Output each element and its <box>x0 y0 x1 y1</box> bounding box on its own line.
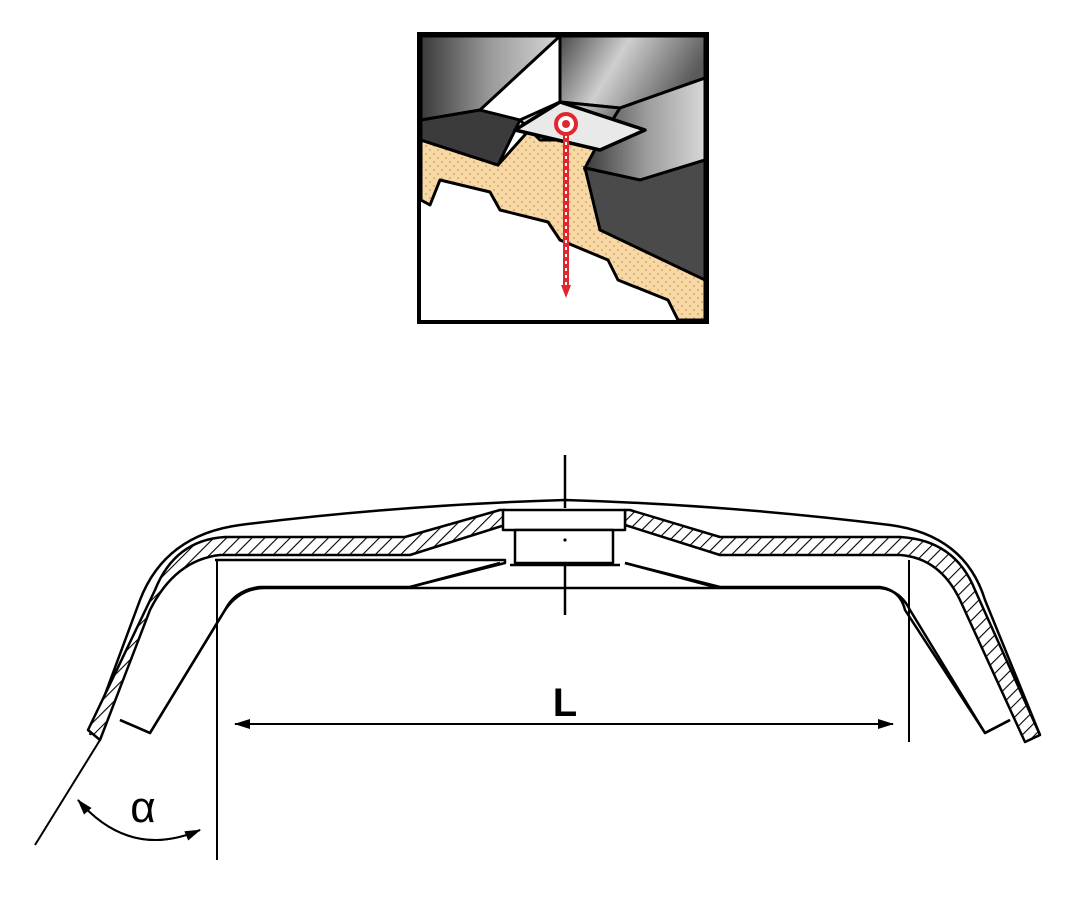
screw-axis <box>510 455 620 615</box>
length-label: L <box>553 681 577 725</box>
sandwich-panel-fastening-illustration-icon <box>421 36 705 320</box>
sheet-right-low <box>582 158 705 282</box>
washer-plate <box>513 100 647 152</box>
self-tapping-screw-icon <box>554 112 578 298</box>
dimension-angle <box>34 739 201 846</box>
cross-section-drawing <box>86 498 1042 744</box>
seal-inner-contour <box>119 558 507 735</box>
leg-right <box>908 609 1011 735</box>
sheet-profile-left <box>86 508 507 742</box>
washer-cap <box>501 508 627 532</box>
inset-illustration <box>417 32 709 324</box>
panel-underside <box>223 586 912 611</box>
leg-left <box>119 609 227 735</box>
sheet-profile-right <box>623 508 1042 744</box>
angle-reference-line <box>34 739 101 846</box>
inset-frame <box>417 32 709 324</box>
underside-left-chamfer <box>409 561 501 589</box>
sheet-left-slope <box>421 108 523 167</box>
dimension-length <box>216 560 910 860</box>
spacer-block <box>513 528 615 565</box>
underside-right-chamfer <box>624 561 716 589</box>
angle-label: α <box>130 783 155 832</box>
